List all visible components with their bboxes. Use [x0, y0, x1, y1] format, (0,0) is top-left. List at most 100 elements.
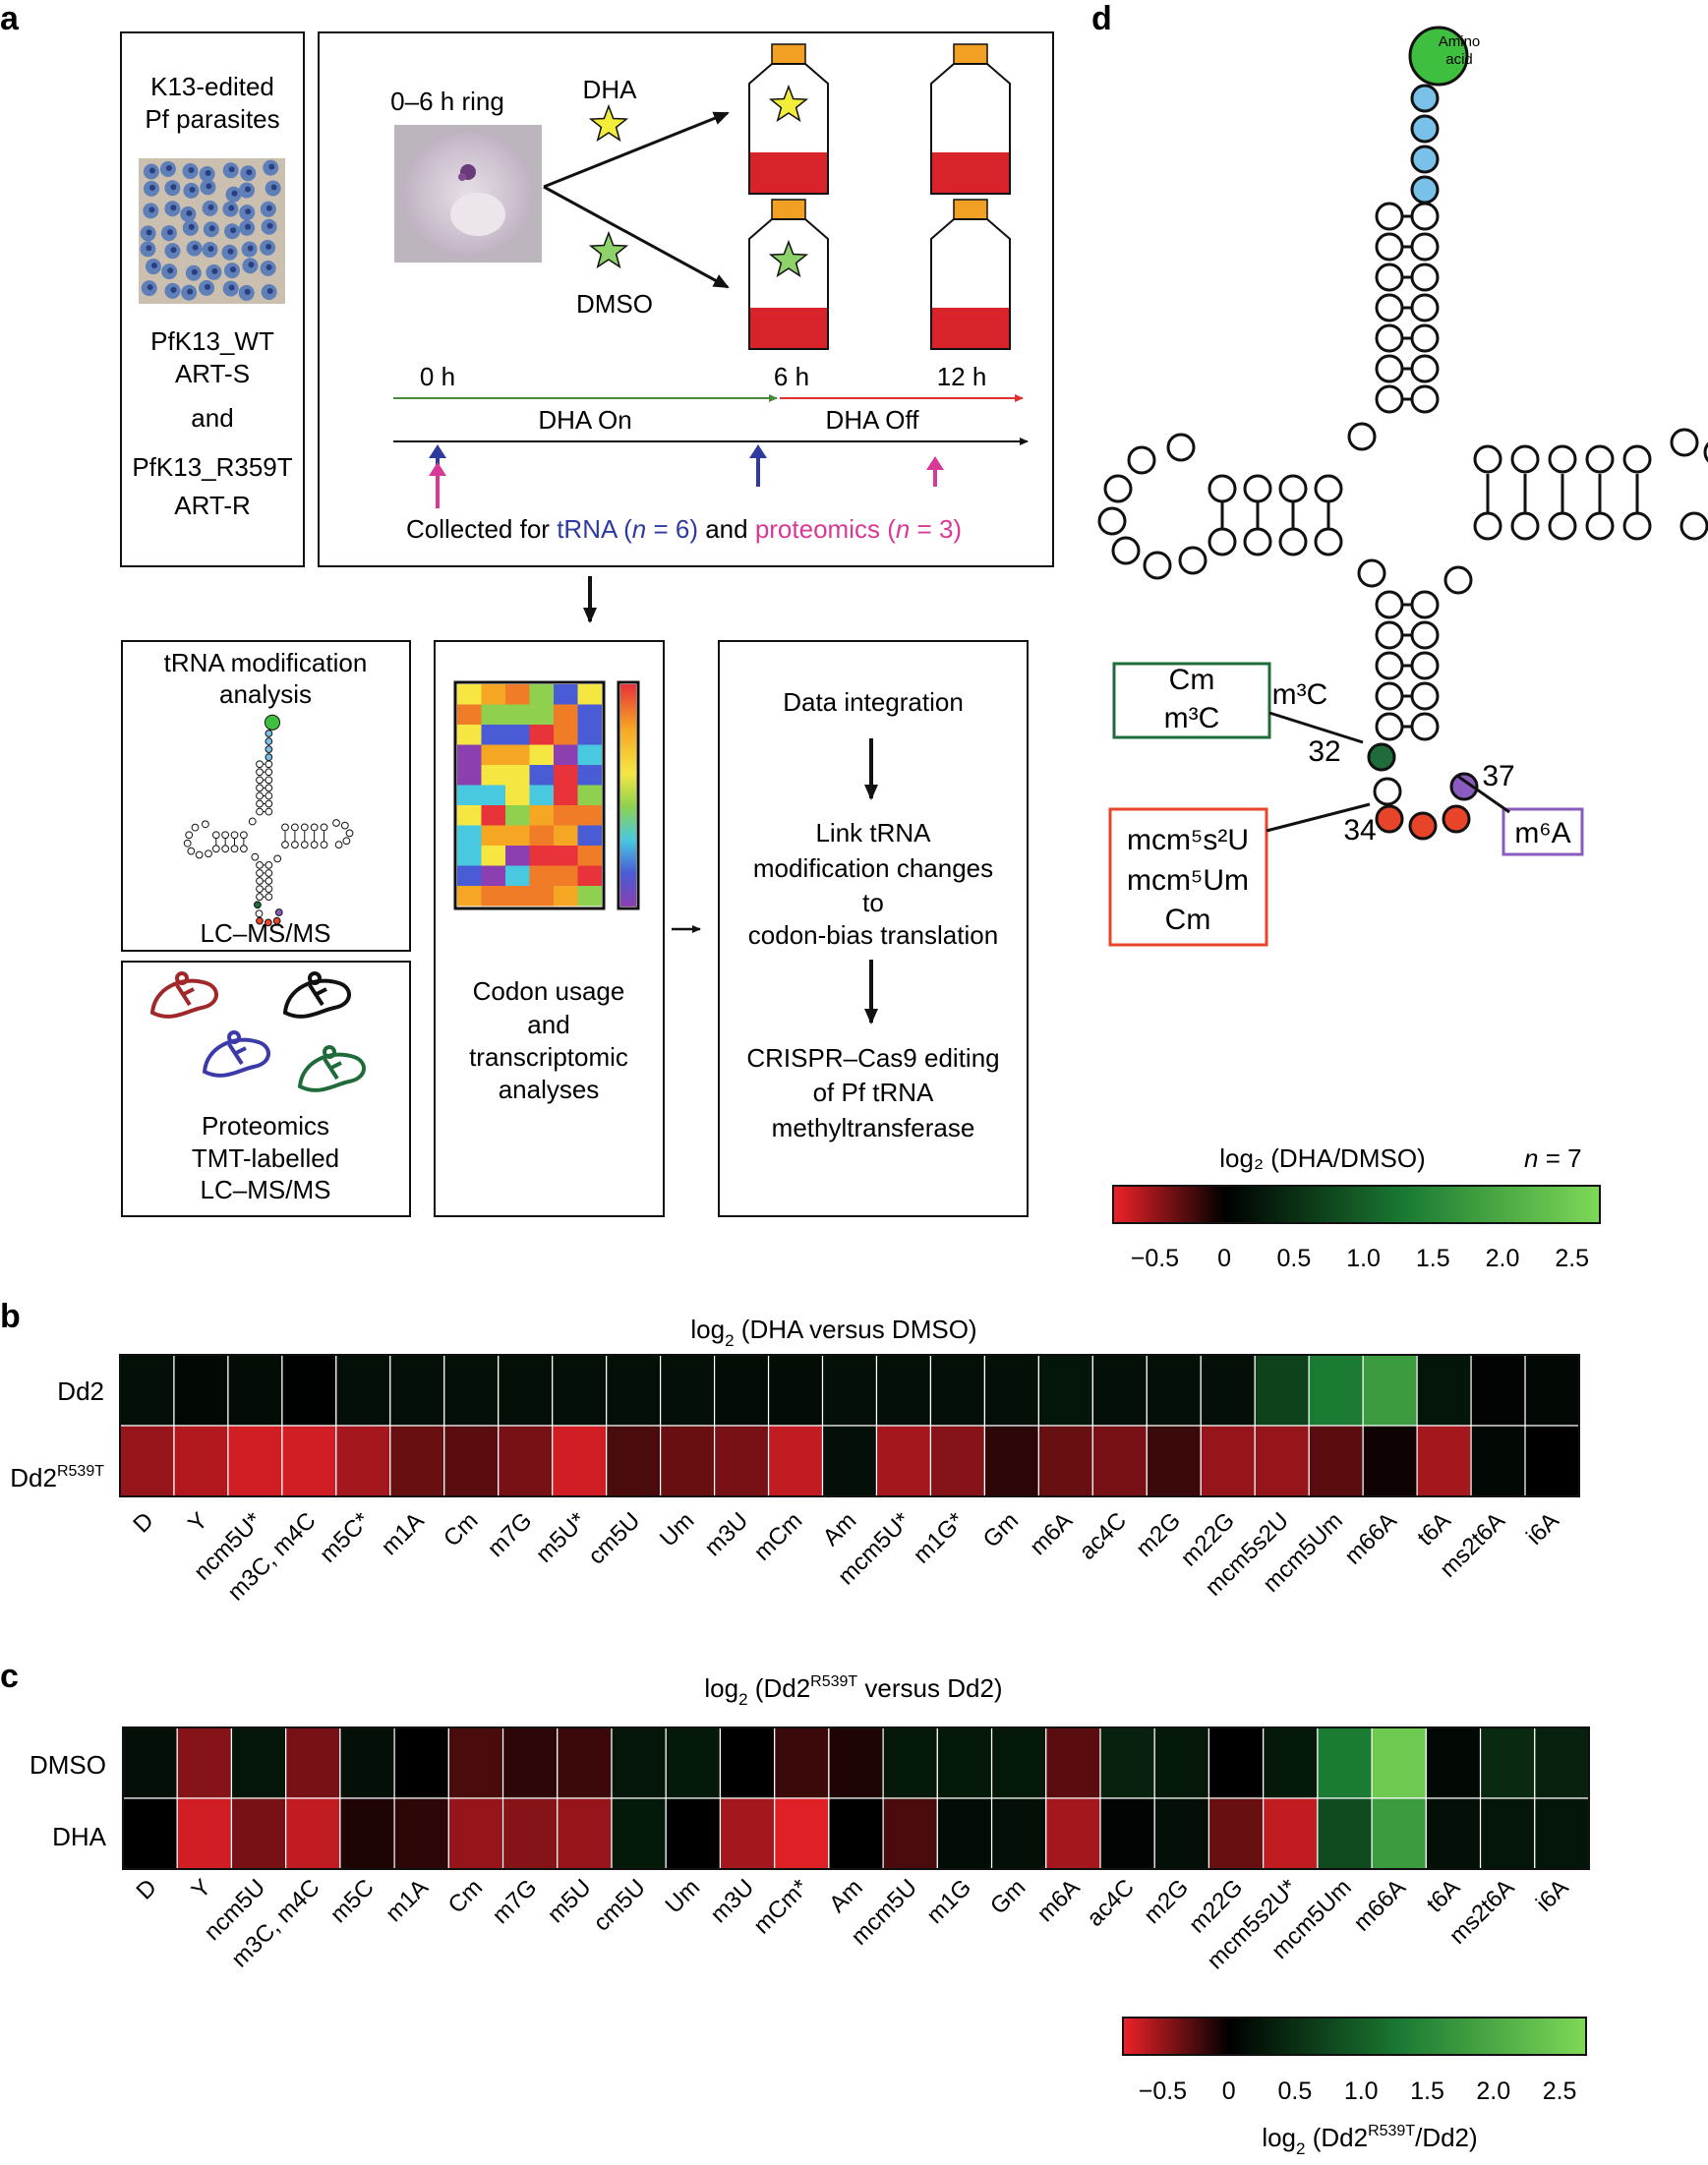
heatmap-cell [1037, 1425, 1093, 1497]
flask-cap [953, 199, 988, 220]
stem-nucleotide [1410, 145, 1440, 174]
d-colorbar [1112, 1185, 1601, 1224]
green-box-line1: Cm [1169, 664, 1215, 696]
heatmap-cell [719, 1726, 776, 1799]
rbc-nucleus [150, 263, 157, 269]
heatmap-cell [882, 1797, 938, 1870]
amino-acid-line1: Amino [1439, 33, 1481, 50]
rbc-nucleus [229, 266, 236, 273]
trna-cloverleaf [1097, 26, 1708, 841]
dha-on-label: DHA On [538, 405, 631, 435]
step3-line3: methyltransferase [772, 1113, 975, 1142]
mini-heatmap-cell [505, 744, 530, 765]
codon-analysis-box [434, 640, 665, 1217]
heatmap-cell [929, 1425, 986, 1497]
heatmap-cell [173, 1354, 229, 1427]
mini-heatmap-cell [554, 785, 578, 805]
trna-analysis-box [121, 640, 411, 952]
heatmap-cell [447, 1797, 504, 1870]
mini-heatmap-cell [457, 865, 482, 886]
heatmap-cell [1099, 1797, 1155, 1870]
mini-heatmap-cell [529, 684, 554, 705]
collect-arrowhead-6h-blue [749, 444, 767, 458]
mini-heatmap-cell [457, 684, 482, 705]
mini-heatmap-cell [529, 805, 554, 826]
nucleotide [256, 885, 264, 893]
heatmap-cell [1200, 1425, 1256, 1497]
parasite-drawings [149, 971, 366, 1092]
nucleotide [265, 893, 273, 902]
dha-star-icon [588, 103, 629, 143]
heatmap-column-label: Am [818, 1507, 862, 1551]
mini-trna-diagram [183, 714, 354, 927]
heatmap-column-label: m7G [488, 1874, 543, 1929]
heatmap-cell [501, 1726, 559, 1799]
amino-acid-node [1408, 26, 1469, 87]
heatmap-column-label: Gm [978, 1507, 1024, 1552]
colorbar-tick-label: 2.5 [1543, 2077, 1577, 2105]
rbc-nucleus [148, 167, 155, 174]
codon-line1: Codon usage [473, 976, 625, 1006]
flask-cap [771, 199, 806, 220]
mini-heatmap-cell [481, 886, 505, 907]
rbc-nucleus [165, 164, 172, 171]
mod-37 [274, 908, 283, 916]
heatmap-column-label: Um [661, 1874, 705, 1918]
nucleotide [256, 799, 264, 808]
flask-medium [750, 308, 827, 348]
nucleotide [202, 820, 209, 829]
time-0h: 0 h [420, 362, 455, 391]
nucleotide [1347, 422, 1377, 451]
nucleotide [211, 845, 220, 853]
time-6h: 6 h [774, 362, 809, 391]
b-title: log2 (DHA versus DMSO) [690, 1315, 976, 1350]
heatmap-column-label: Um [655, 1507, 699, 1551]
nucleotide [1443, 565, 1473, 595]
purple-mod-box [1502, 807, 1584, 856]
mini-heatmap-cell [554, 725, 578, 745]
nucleotide [1375, 232, 1404, 262]
heatmap-cell [1362, 1354, 1418, 1427]
mini-heatmap-cell [529, 704, 554, 725]
mod-34 [256, 916, 264, 925]
heatmap-cell [1470, 1425, 1526, 1497]
mini-heatmap-cell [481, 725, 505, 745]
stem-nucleotide [1410, 84, 1440, 113]
nucleotide [1410, 651, 1440, 680]
rbc-nucleus [228, 205, 235, 211]
heatmap-cell [936, 1726, 993, 1799]
nucleotide [256, 784, 264, 792]
b-row-label-2: Dd2R539T [10, 1463, 104, 1492]
step2-line2: modification changes [753, 853, 993, 883]
mut-line2: ART-R [174, 491, 251, 520]
mini-heatmap-cell [529, 725, 554, 745]
heatmap-column-label: m1A [377, 1507, 430, 1560]
mini-heatmap-cell [481, 744, 505, 765]
codon-line2: and [527, 1010, 569, 1039]
nucleotide [1375, 354, 1404, 383]
nucleotide [1375, 293, 1404, 322]
codon-line3: transcriptomic [469, 1042, 628, 1072]
nucleotide [265, 799, 273, 808]
nucleotide [256, 869, 264, 877]
colorbar-tick-label: 0 [1217, 1245, 1231, 1272]
heatmap-cell [1200, 1354, 1256, 1427]
mut-line1: PfK13_R359T [132, 452, 292, 482]
rbc-nucleus [170, 205, 177, 211]
heatmap-column-label: mCm* [748, 1874, 813, 1939]
nucleotide [1178, 546, 1207, 575]
nucleotide [1373, 777, 1402, 806]
nucleotide [265, 768, 273, 777]
nucleotide [1097, 506, 1127, 536]
heatmap-cell [1091, 1425, 1148, 1497]
heatmap-cell [936, 1797, 993, 1870]
mini-heatmap-cell [554, 684, 578, 705]
mod-34 [1375, 804, 1404, 834]
stem-nucleotide [1410, 114, 1440, 144]
rbc-nucleus [270, 184, 277, 191]
heatmap-column-label: m5U [543, 1874, 597, 1928]
mini-heatmap-cell [457, 825, 482, 846]
heatmap-cell [389, 1425, 445, 1497]
